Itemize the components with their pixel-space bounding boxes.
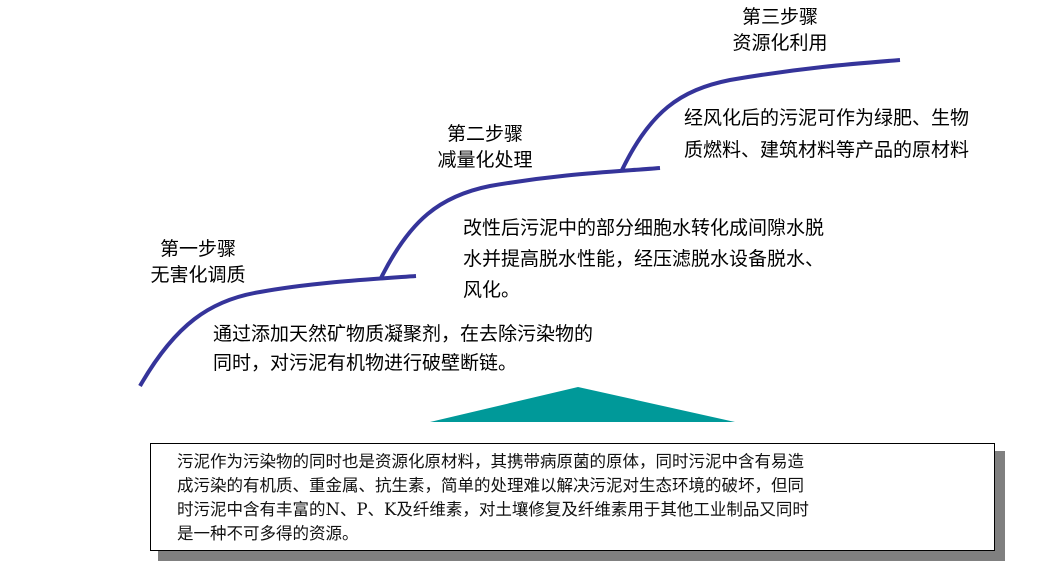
summary-line: 时污泥中含有丰富的N、P、K及纤维素，对土壤修复及纤维素用于其他工业制品又同时 <box>177 500 809 519</box>
step-2-description-line: 风化。 <box>463 279 521 301</box>
step-2-description: 改性后污泥中的部分细胞水转化成间隙水脱 水并提高脱水性能，经压滤脱水设备脱水、 … <box>463 213 824 306</box>
step-3-description-line: 经风化后的污泥可作为绿肥、生物 <box>684 107 970 129</box>
up-arrow-icon <box>430 387 735 422</box>
summary-line: 污泥作为污染物的同时也是资源化原材料，其携带病原菌的原体，同时污泥中含有易造 <box>177 452 804 471</box>
step-2-title: 第二步骤 <box>446 123 523 145</box>
step-1-label: 第一步骤 无害化调质 <box>138 236 258 288</box>
summary-line: 是一种不可多得的资源。 <box>177 524 359 543</box>
step-1-description-line: 同时，对污泥有机物进行破壁断链。 <box>213 352 518 374</box>
step-3-label: 第三步骤 资源化利用 <box>715 4 845 56</box>
step-3-description: 经风化后的污泥可作为绿肥、生物 质燃料、建筑材料等产品的原材料 <box>684 102 969 166</box>
step-1-title: 第一步骤 <box>159 238 236 260</box>
step-3-title: 第三步骤 <box>741 6 818 28</box>
summary-text: 污泥作为污染物的同时也是资源化原材料，其携带病原菌的原体，同时污泥中含有易造 成… <box>177 450 977 546</box>
step-1-description-line: 通过添加天然矿物质凝聚剂，在去除污染物的 <box>213 323 594 345</box>
step-3-description-line: 质燃料、建筑材料等产品的原材料 <box>684 139 970 161</box>
step-1-curve <box>138 274 417 387</box>
step-1-subtitle: 无害化调质 <box>150 264 246 286</box>
summary-line: 成污染的有机质、重金属、抗生素，简单的处理难以解决污泥对生态环境的破坏，但同 <box>177 476 804 495</box>
step-2-subtitle: 减量化处理 <box>437 149 533 171</box>
step-2-label: 第二步骤 减量化处理 <box>420 121 550 173</box>
step-2-description-line: 改性后污泥中的部分细胞水转化成间隙水脱 <box>463 217 825 239</box>
step-2-curve <box>379 166 661 279</box>
step-2-description-line: 水并提高脱水性能，经压滤脱水设备脱水、 <box>463 248 825 270</box>
step-1-description: 通过添加天然矿物质凝聚剂，在去除污染物的 同时，对污泥有机物进行破壁断链。 <box>213 320 593 378</box>
step-3-curve <box>620 58 901 171</box>
step-3-subtitle: 资源化利用 <box>732 32 828 54</box>
summary-box: 污泥作为污染物的同时也是资源化原材料，其携带病原菌的原体，同时污泥中含有易造 成… <box>150 443 995 551</box>
